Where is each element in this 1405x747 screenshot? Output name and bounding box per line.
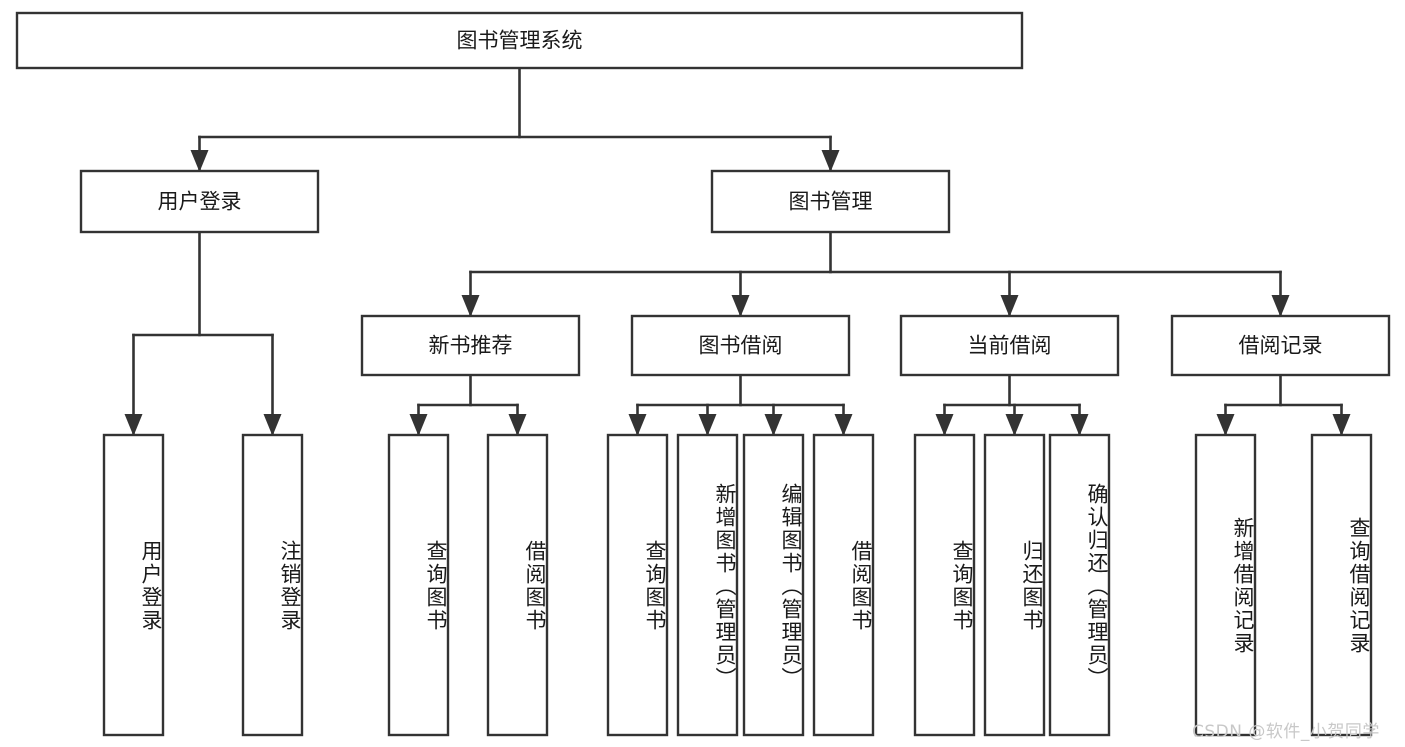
node-label-borrow-record: 借阅记录 <box>1239 334 1323 358</box>
arrow-head-icon <box>1332 414 1351 436</box>
node-box-new-book-rec[interactable] <box>360 314 581 377</box>
arrow-head-icon <box>508 414 527 436</box>
arrow-head-icon <box>190 150 209 172</box>
connectors-layer <box>124 66 1351 436</box>
node-box-leaf-current-return[interactable] <box>983 433 1046 737</box>
node-box-borrow-record[interactable] <box>1170 314 1391 377</box>
node-box-leaf-borrow-query[interactable] <box>606 433 669 737</box>
arrow-head-icon <box>1070 414 1089 436</box>
arrow-head-icon <box>1216 414 1235 436</box>
arrow-head-icon <box>1000 295 1019 317</box>
node-box-root[interactable] <box>15 11 1024 70</box>
node-label-user-login: 用户登录 <box>158 190 242 214</box>
node-box-leaf-record-add[interactable] <box>1194 433 1257 737</box>
arrow-head-icon <box>124 414 143 436</box>
arrow-head-icon <box>764 414 783 436</box>
node-label-current-borrow: 当前借阅 <box>968 334 1052 358</box>
node-box-leaf-borrow-do[interactable] <box>812 433 875 737</box>
arrow-head-icon <box>1005 414 1024 436</box>
arrow-head-icon <box>698 414 717 436</box>
arrow-head-icon <box>1271 295 1290 317</box>
node-box-current-borrow[interactable] <box>899 314 1120 377</box>
node-box-leaf-rec-borrow[interactable] <box>486 433 549 737</box>
arrow-head-icon <box>935 414 954 436</box>
node-box-leaf-borrow-edit[interactable] <box>742 433 805 737</box>
arrow-head-icon <box>731 295 750 317</box>
node-box-leaf-borrow-add[interactable] <box>676 433 739 737</box>
node-box-leaf-current-query[interactable] <box>913 433 976 737</box>
arrow-head-icon <box>628 414 647 436</box>
node-label-book-borrow: 图书借阅 <box>699 334 783 358</box>
node-box-leaf-user-logout[interactable] <box>241 433 304 737</box>
node-label-book-manage: 图书管理 <box>789 190 873 214</box>
node-label-new-book-rec: 新书推荐 <box>429 334 513 358</box>
arrow-head-icon <box>409 414 428 436</box>
node-box-leaf-record-query[interactable] <box>1310 433 1373 737</box>
node-box-leaf-user-login[interactable] <box>102 433 165 737</box>
arrow-head-icon <box>461 295 480 317</box>
arrow-head-icon <box>834 414 853 436</box>
node-box-book-manage[interactable] <box>710 169 951 234</box>
boxes-layer <box>15 11 1391 737</box>
node-label-root: 图书管理系统 <box>457 29 583 53</box>
node-box-user-login[interactable] <box>79 169 320 234</box>
csdn-watermark: CSDN @软件_小贺同学 <box>1192 722 1380 742</box>
node-box-book-borrow[interactable] <box>630 314 851 377</box>
arrow-head-icon <box>821 150 840 172</box>
node-box-leaf-rec-query[interactable] <box>387 433 450 737</box>
node-box-leaf-current-confirm[interactable] <box>1048 433 1111 737</box>
arrow-head-icon <box>263 414 282 436</box>
